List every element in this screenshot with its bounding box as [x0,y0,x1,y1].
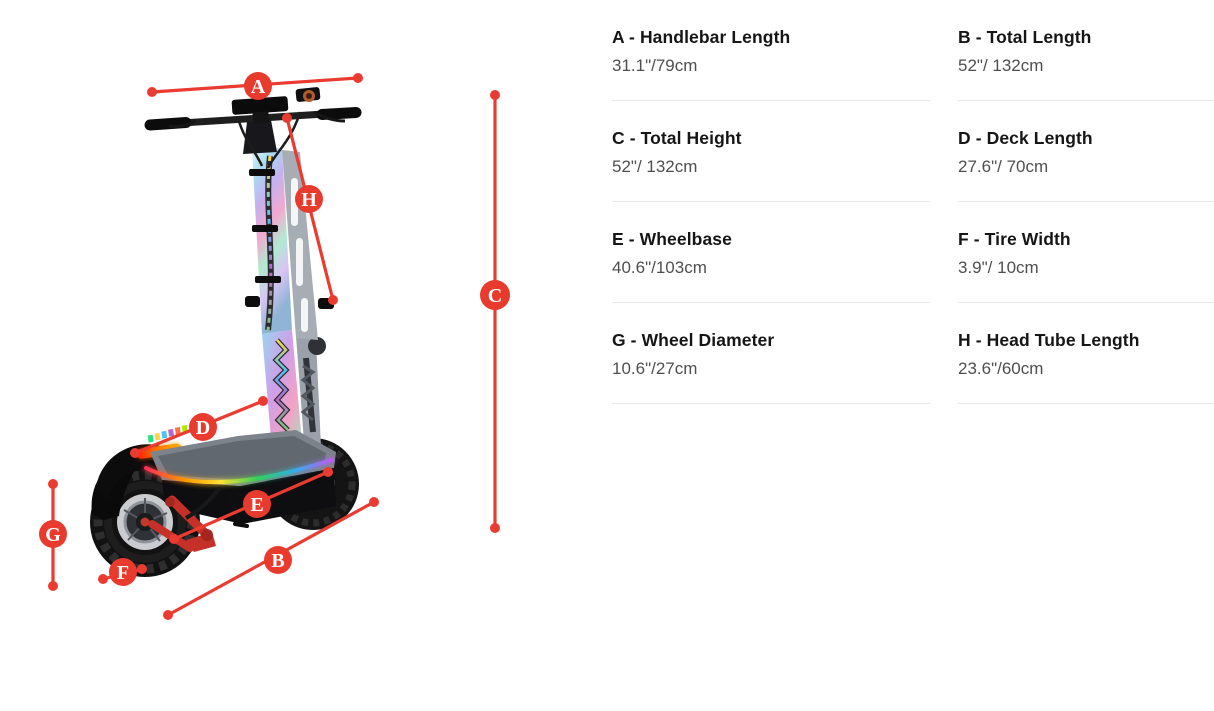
spec-title: C - Total Height [612,128,742,148]
led-dots [147,425,188,443]
spec-item-a: A - Handlebar Length 31.1"/79cm [612,0,930,101]
spec-value: 52"/ 132cm [612,157,698,176]
marker-letter: A [251,76,266,98]
spec-title: H - Head Tube Length [958,330,1140,350]
spec-item-g: G - Wheel Diameter 10.6"/27cm [612,303,930,404]
spec-item-e: E - Wheelbase 40.6"/103cm [612,202,930,303]
dimension-marker-f: F [98,558,147,586]
throttle-display [295,87,321,102]
spec-item-c: C - Total Height 52"/ 132cm [612,101,930,202]
marker-letter: H [301,189,317,211]
spec-value: 3.9"/ 10cm [958,258,1039,277]
spec-title: G - Wheel Diameter [612,330,775,350]
dimension-marker-c: C [480,90,510,533]
spec-item-h: H - Head Tube Length 23.6"/60cm [958,303,1214,404]
spec-item-d: D - Deck Length 27.6"/ 70cm [958,101,1214,202]
marker-letter: E [250,494,263,516]
front-fork [296,336,326,468]
stem [245,148,334,450]
marker-letter: F [117,562,129,584]
dimension-marker-b: B [163,497,379,620]
spec-title: A - Handlebar Length [612,27,791,47]
spec-value: 40.6"/103cm [612,258,707,277]
spec-title: B - Total Length [958,27,1092,47]
dimension-marker-g: G [39,479,67,591]
dimension-diagram: A H C D [0,0,600,711]
handlebar [144,87,362,169]
marker-letter: D [196,417,210,439]
spec-title: E - Wheelbase [612,229,732,249]
marker-letter: C [488,285,502,307]
spec-value: 10.6"/27cm [612,359,698,378]
spec-item-b: B - Total Length 52"/ 132cm [958,0,1214,101]
scooter-illustration: A H C D [39,72,510,620]
dimension-marker-e: E [169,467,333,544]
spec-title: D - Deck Length [958,128,1093,148]
marker-letter: B [271,550,284,572]
scooter [90,87,362,577]
spec-item-f: F - Tire Width 3.9"/ 10cm [958,202,1214,303]
dimension-marker-h: H [282,113,338,305]
dimension-overlay: A H C D [39,72,510,620]
spec-list: A - Handlebar Length 31.1"/79cm B - Tota… [612,0,1214,404]
spec-value: 27.6"/ 70cm [958,157,1049,176]
spec-title: F - Tire Width [958,229,1071,249]
dimension-marker-d: D [130,396,268,458]
marker-letter: G [45,524,61,546]
spec-value: 31.1"/79cm [612,56,698,75]
spec-value: 52"/ 132cm [958,56,1044,75]
kickstand [225,491,249,528]
phone-mount [231,96,289,124]
spec-value: 23.6"/60cm [958,359,1044,378]
dimension-marker-a: A [147,72,363,100]
